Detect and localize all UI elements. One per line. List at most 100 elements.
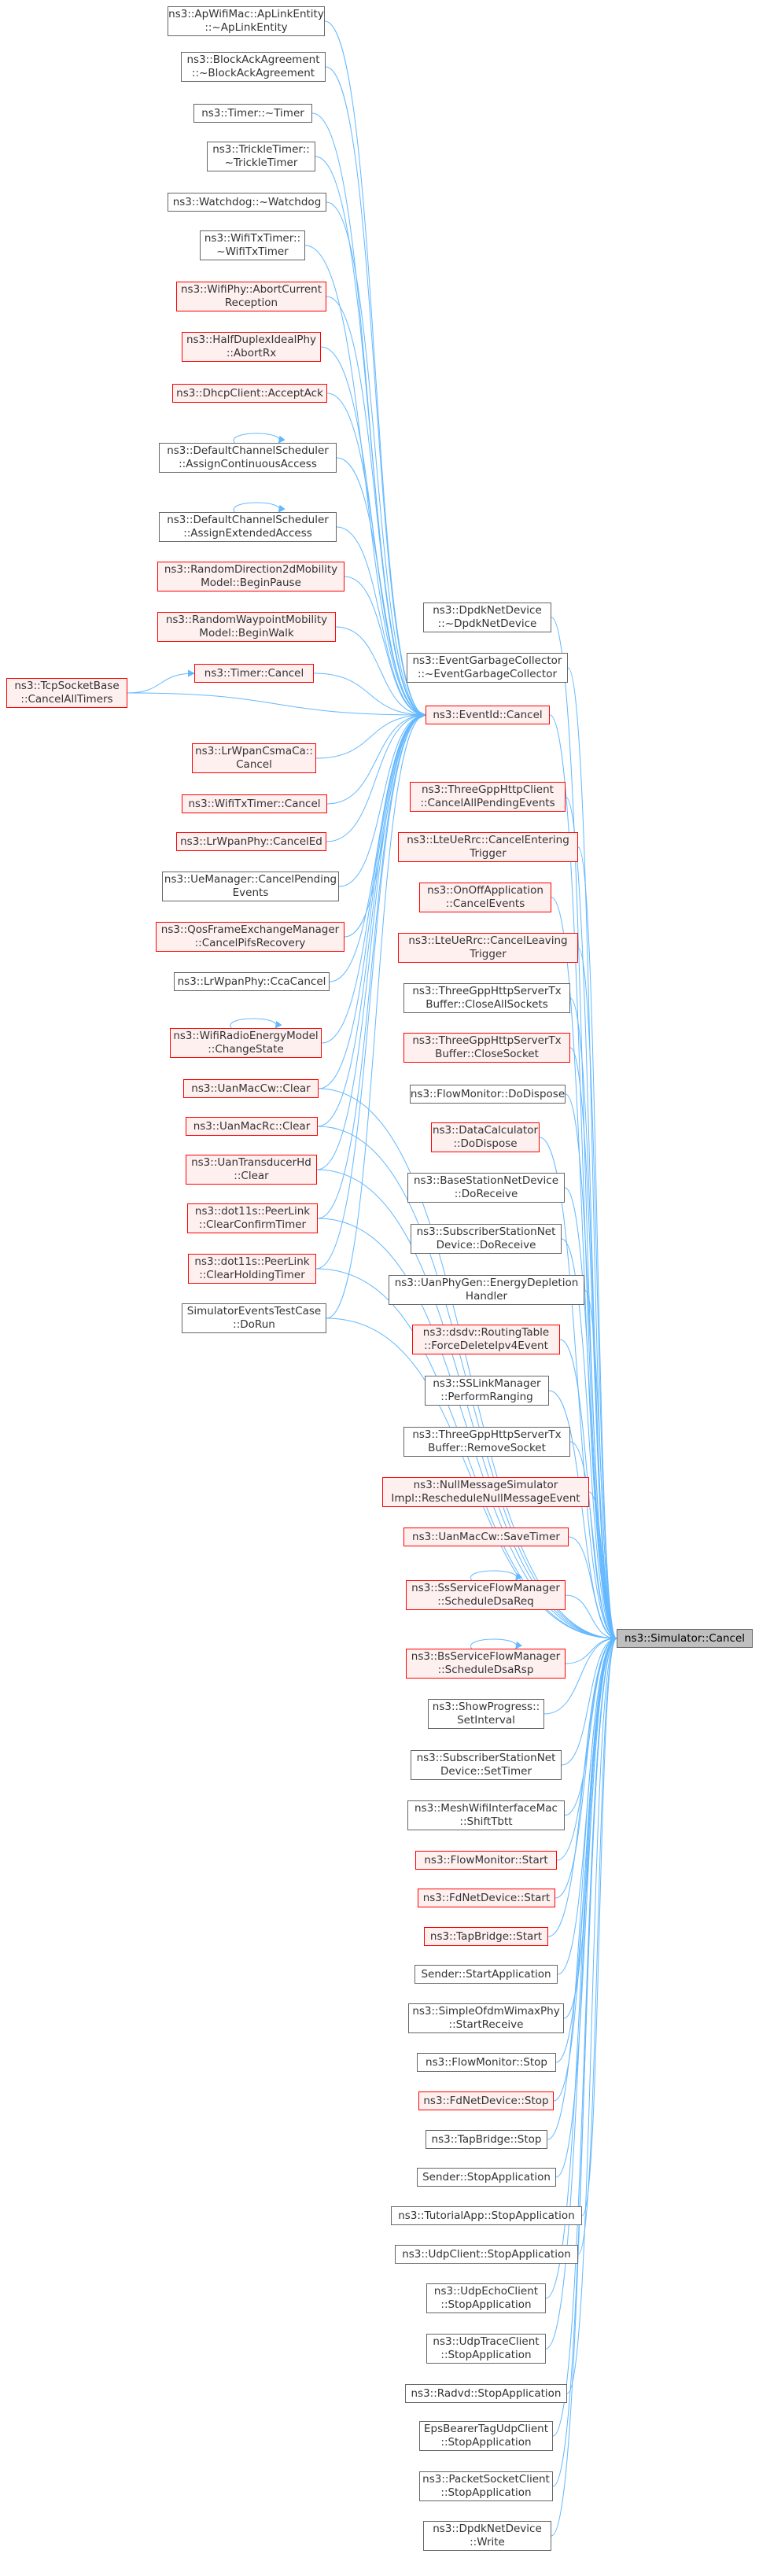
node-epsbearertagudpclient-stopapplication[interactable]: EpsBearerTagUdpClient::StopApplication xyxy=(419,2421,553,2451)
node-lrwpancsmaca-cancel[interactable]: ns3::LrWpanCsmaCa::Cancel xyxy=(192,743,316,773)
node-flowmonitor-dodispose[interactable]: ns3::FlowMonitor::DoDispose xyxy=(410,1085,566,1104)
node-tutorialapp-stopapplication[interactable]: ns3::TutorialApp::StopApplication xyxy=(391,2206,582,2225)
node-sender-startapplication[interactable]: Sender::StartApplication xyxy=(415,1965,558,1984)
node-label-line2: ::PerformRanging xyxy=(440,1391,533,1403)
node-lrwpanphy-canceled[interactable]: ns3::LrWpanPhy::CancelEd xyxy=(176,832,326,851)
node-tcpsocketbase-cancelalltimers[interactable]: ns3::TcpSocketBase::CancelAllTimers xyxy=(6,678,127,708)
node-defaultchannelscheduler-assignextendedaccess[interactable]: ns3::DefaultChannelScheduler::AssignExte… xyxy=(159,512,337,542)
node-halfduplexidealphy-abortrx[interactable]: ns3::HalfDuplexIdealPhy::AbortRx xyxy=(182,332,321,362)
node-udpechoclient-stopapplication[interactable]: ns3::UdpEchoClient::StopApplication xyxy=(426,2283,546,2313)
edge-n13-n16 xyxy=(335,626,426,719)
node-wifiradioenergymodel-changestate[interactable]: ns3::WifiRadioEnergyModel::ChangeState xyxy=(170,1028,322,1058)
node-bsserviceflowmanager-scheduledsarsp[interactable]: ns3::BsServiceFlowManager::ScheduleDsaRs… xyxy=(406,1649,566,1679)
node-label-line2: Cancel xyxy=(236,758,272,771)
node-udptraceclient-stopapplication[interactable]: ns3::UdpTraceClient::StopApplication xyxy=(426,2334,546,2364)
node-dhcpclient-acceptack[interactable]: ns3::DhcpClient::AcceptAck xyxy=(172,384,327,403)
node-label-line2: Buffer::RemoveSocket xyxy=(428,1442,546,1454)
node-eventid-cancel[interactable]: ns3::EventId::Cancel xyxy=(426,706,550,724)
node-simulator-cancel-target[interactable]: ns3::Simulator::Cancel xyxy=(617,1629,753,1648)
node-flowmonitor-stop[interactable]: ns3::FlowMonitor::Stop xyxy=(417,2053,556,2072)
node-ssserviceflowmanager-scheduledsareq[interactable]: ns3::SsServiceFlowManager::ScheduleDsaRe… xyxy=(406,1580,566,1610)
node-peerlink-clearconfirmtimer[interactable]: ns3::dot11s::PeerLink::ClearConfirmTimer xyxy=(187,1203,318,1233)
node-datacalculator-dodispose[interactable]: ns3::DataCalculator::DoDispose xyxy=(431,1122,540,1152)
node-wifitxtimer-destructor[interactable]: ns3::WifiTxTimer::~WifiTxTimer xyxy=(200,230,305,260)
node-label-line2: Model::BeginWalk xyxy=(199,627,294,639)
node-sender-stopapplication[interactable]: Sender::StopApplication xyxy=(417,2168,556,2187)
node-tapbridge-start[interactable]: ns3::TapBridge::Start xyxy=(424,1927,548,1946)
node-label-line1: ns3::EventGarbageCollector xyxy=(412,654,562,667)
node-simpleofdmwimaxphy-startreceive[interactable]: ns3::SimpleOfdmWimaxPhy::StartReceive xyxy=(408,2003,564,2033)
node-radvd-stopapplication[interactable]: ns3::Radvd::StopApplication xyxy=(405,2384,567,2403)
node-label-line1: ns3::WifiPhy::AbortCurrent xyxy=(181,283,322,296)
node-label-line1: ns3::LrWpanCsmaCa:: xyxy=(195,745,313,757)
node-aplinkentity-destructor[interactable]: ns3::ApWifiMac::ApLinkEntity::~ApLinkEnt… xyxy=(168,6,325,36)
node-peerlink-clearholdingtimer[interactable]: ns3::dot11s::PeerLink::ClearHoldingTimer xyxy=(188,1254,316,1284)
node-label: ns3::WifiTxTimer::Cancel xyxy=(188,797,321,810)
node-onoffapplication-cancelevents[interactable]: ns3::OnOffApplication::CancelEvents xyxy=(419,883,551,912)
edge-n25-n16 xyxy=(317,711,426,1127)
node-simulatoreventstestcase-dorun[interactable]: SimulatorEventsTestCase::DoRun xyxy=(182,1303,326,1333)
node-sslinkmanager-performranging[interactable]: ns3::SSLinkManager::PerformRanging xyxy=(425,1376,549,1406)
node-uantransducerhd-clear[interactable]: ns3::UanTransducerHd::Clear xyxy=(186,1155,317,1185)
node-qosframeexchangemanager-cancelpifsrecovery[interactable]: ns3::QosFrameExchangeManager::CancelPifs… xyxy=(156,922,344,952)
node-tapbridge-stop[interactable]: ns3::TapBridge::Stop xyxy=(426,2130,547,2149)
node-meshwifiinterfacemac-shifttbtt[interactable]: ns3::MeshWifiInterfaceMac::ShiftTbtt xyxy=(407,1800,565,1830)
node-uanmacrc-clear[interactable]: ns3::UanMacRc::Clear xyxy=(186,1117,318,1136)
edge-n37-n70 xyxy=(569,1047,617,1642)
node-fdnetdevice-stop[interactable]: ns3::FdNetDevice::Stop xyxy=(418,2091,554,2110)
node-flowmonitor-start[interactable]: ns3::FlowMonitor::Start xyxy=(415,1851,557,1870)
edge-n24-n16 xyxy=(318,711,426,1089)
node-label: ns3::LrWpanPhy::CancelEd xyxy=(180,835,322,848)
node-label-line2: ::CancelEvents xyxy=(445,897,525,910)
node-label: ns3::Timer::Cancel xyxy=(204,666,304,680)
node-watchdog-destructor[interactable]: ns3::Watchdog::~Watchdog xyxy=(168,193,326,212)
node-label-line1: ns3::UdpEchoClient xyxy=(433,2285,539,2298)
node-timer-destructor[interactable]: ns3::Timer::~Timer xyxy=(193,104,312,123)
node-uanmaccw-clear[interactable]: ns3::UanMacCw::Clear xyxy=(183,1079,319,1098)
node-label-line1: ns3::SsServiceFlowManager xyxy=(411,1582,560,1594)
node-label-line1: ns3::BaseStationNetDevice xyxy=(413,1174,558,1187)
node-label-line1: ns3::ThreeGppHttpServerTx xyxy=(412,1034,562,1047)
edge-n67-n70 xyxy=(552,1634,617,2437)
node-lrwpanphy-ccacancel[interactable]: ns3::LrWpanPhy::CcaCancel xyxy=(174,972,330,991)
node-label: Sender::StartApplication xyxy=(421,1967,551,1981)
node-dsdv-routingtable-forcedeleteipv4event[interactable]: ns3::dsdv::RoutingTable::ForceDeleteIpv4… xyxy=(412,1325,560,1354)
node-showprogress-setinterval[interactable]: ns3::ShowProgress::SetInterval xyxy=(428,1699,544,1729)
node-eventgarbagecollector-destructor[interactable]: ns3::EventGarbageCollector::~EventGarbag… xyxy=(407,653,568,683)
node-dpdknetdevice-destructor[interactable]: ns3::DpdkNetDevice::~DpdkNetDevice xyxy=(423,603,551,632)
node-label-line2: ::AssignContinuousAccess xyxy=(179,458,317,470)
node-timer-cancel[interactable]: ns3::Timer::Cancel xyxy=(194,664,314,683)
node-fdnetdevice-start[interactable]: ns3::FdNetDevice::Start xyxy=(418,1889,555,1907)
node-label-line1: ns3::UdpTraceClient xyxy=(433,2335,540,2348)
node-dpdknetdevice-write[interactable]: ns3::DpdkNetDevice::Write xyxy=(423,2521,551,2551)
node-basestationnetdevice-doreceive[interactable]: ns3::BaseStationNetDevice::DoReceive xyxy=(407,1173,565,1203)
node-udpclient-stopapplication[interactable]: ns3::UdpClient::StopApplication xyxy=(395,2245,578,2264)
node-wifitxtimer-cancel[interactable]: ns3::WifiTxTimer::Cancel xyxy=(182,794,327,813)
node-uanmaccw-savetimer[interactable]: ns3::UanMacCw::SaveTimer xyxy=(403,1528,569,1546)
node-label-line2: Events xyxy=(232,886,269,899)
edge-n11-n16 xyxy=(336,526,426,719)
node-defaultchannelscheduler-assigncontinuousaccess[interactable]: ns3::DefaultChannelScheduler::AssignCont… xyxy=(159,443,337,473)
node-packetsocketclient-stopapplication[interactable]: ns3::PacketSocketClient::StopApplication xyxy=(419,2471,553,2501)
node-label-line1: ns3::DefaultChannelScheduler xyxy=(167,444,329,457)
edge-n18-n16 xyxy=(326,711,426,805)
node-label-line2: ::DoRun xyxy=(233,1318,275,1331)
node-threegpphttpclient-cancelallpendingevents[interactable]: ns3::ThreeGppHttpClient::CancelAllPendin… xyxy=(410,782,566,812)
edge-n15-n16 xyxy=(313,673,426,719)
node-trickletimer-destructor[interactable]: ns3::TrickleTimer::~TrickleTimer xyxy=(207,142,315,171)
node-label-line1: ns3::UeManager::CancelPending xyxy=(164,873,337,886)
node-blockackagreement-destructor[interactable]: ns3::BlockAckAgreement::~BlockAckAgreeme… xyxy=(181,52,326,82)
